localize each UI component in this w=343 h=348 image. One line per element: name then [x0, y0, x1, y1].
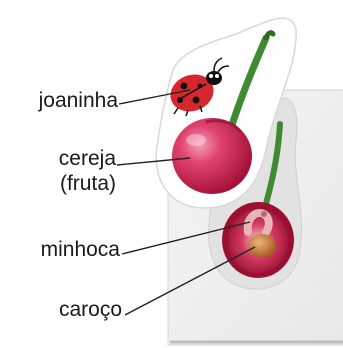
worm-label: minhoca [41, 239, 120, 261]
pit-label: caroço [59, 299, 122, 321]
ladybug-label: joaninha [39, 90, 118, 112]
cherry-label-line2: (fruta) [60, 173, 116, 195]
cherry-label-line1: cereja [59, 148, 116, 170]
